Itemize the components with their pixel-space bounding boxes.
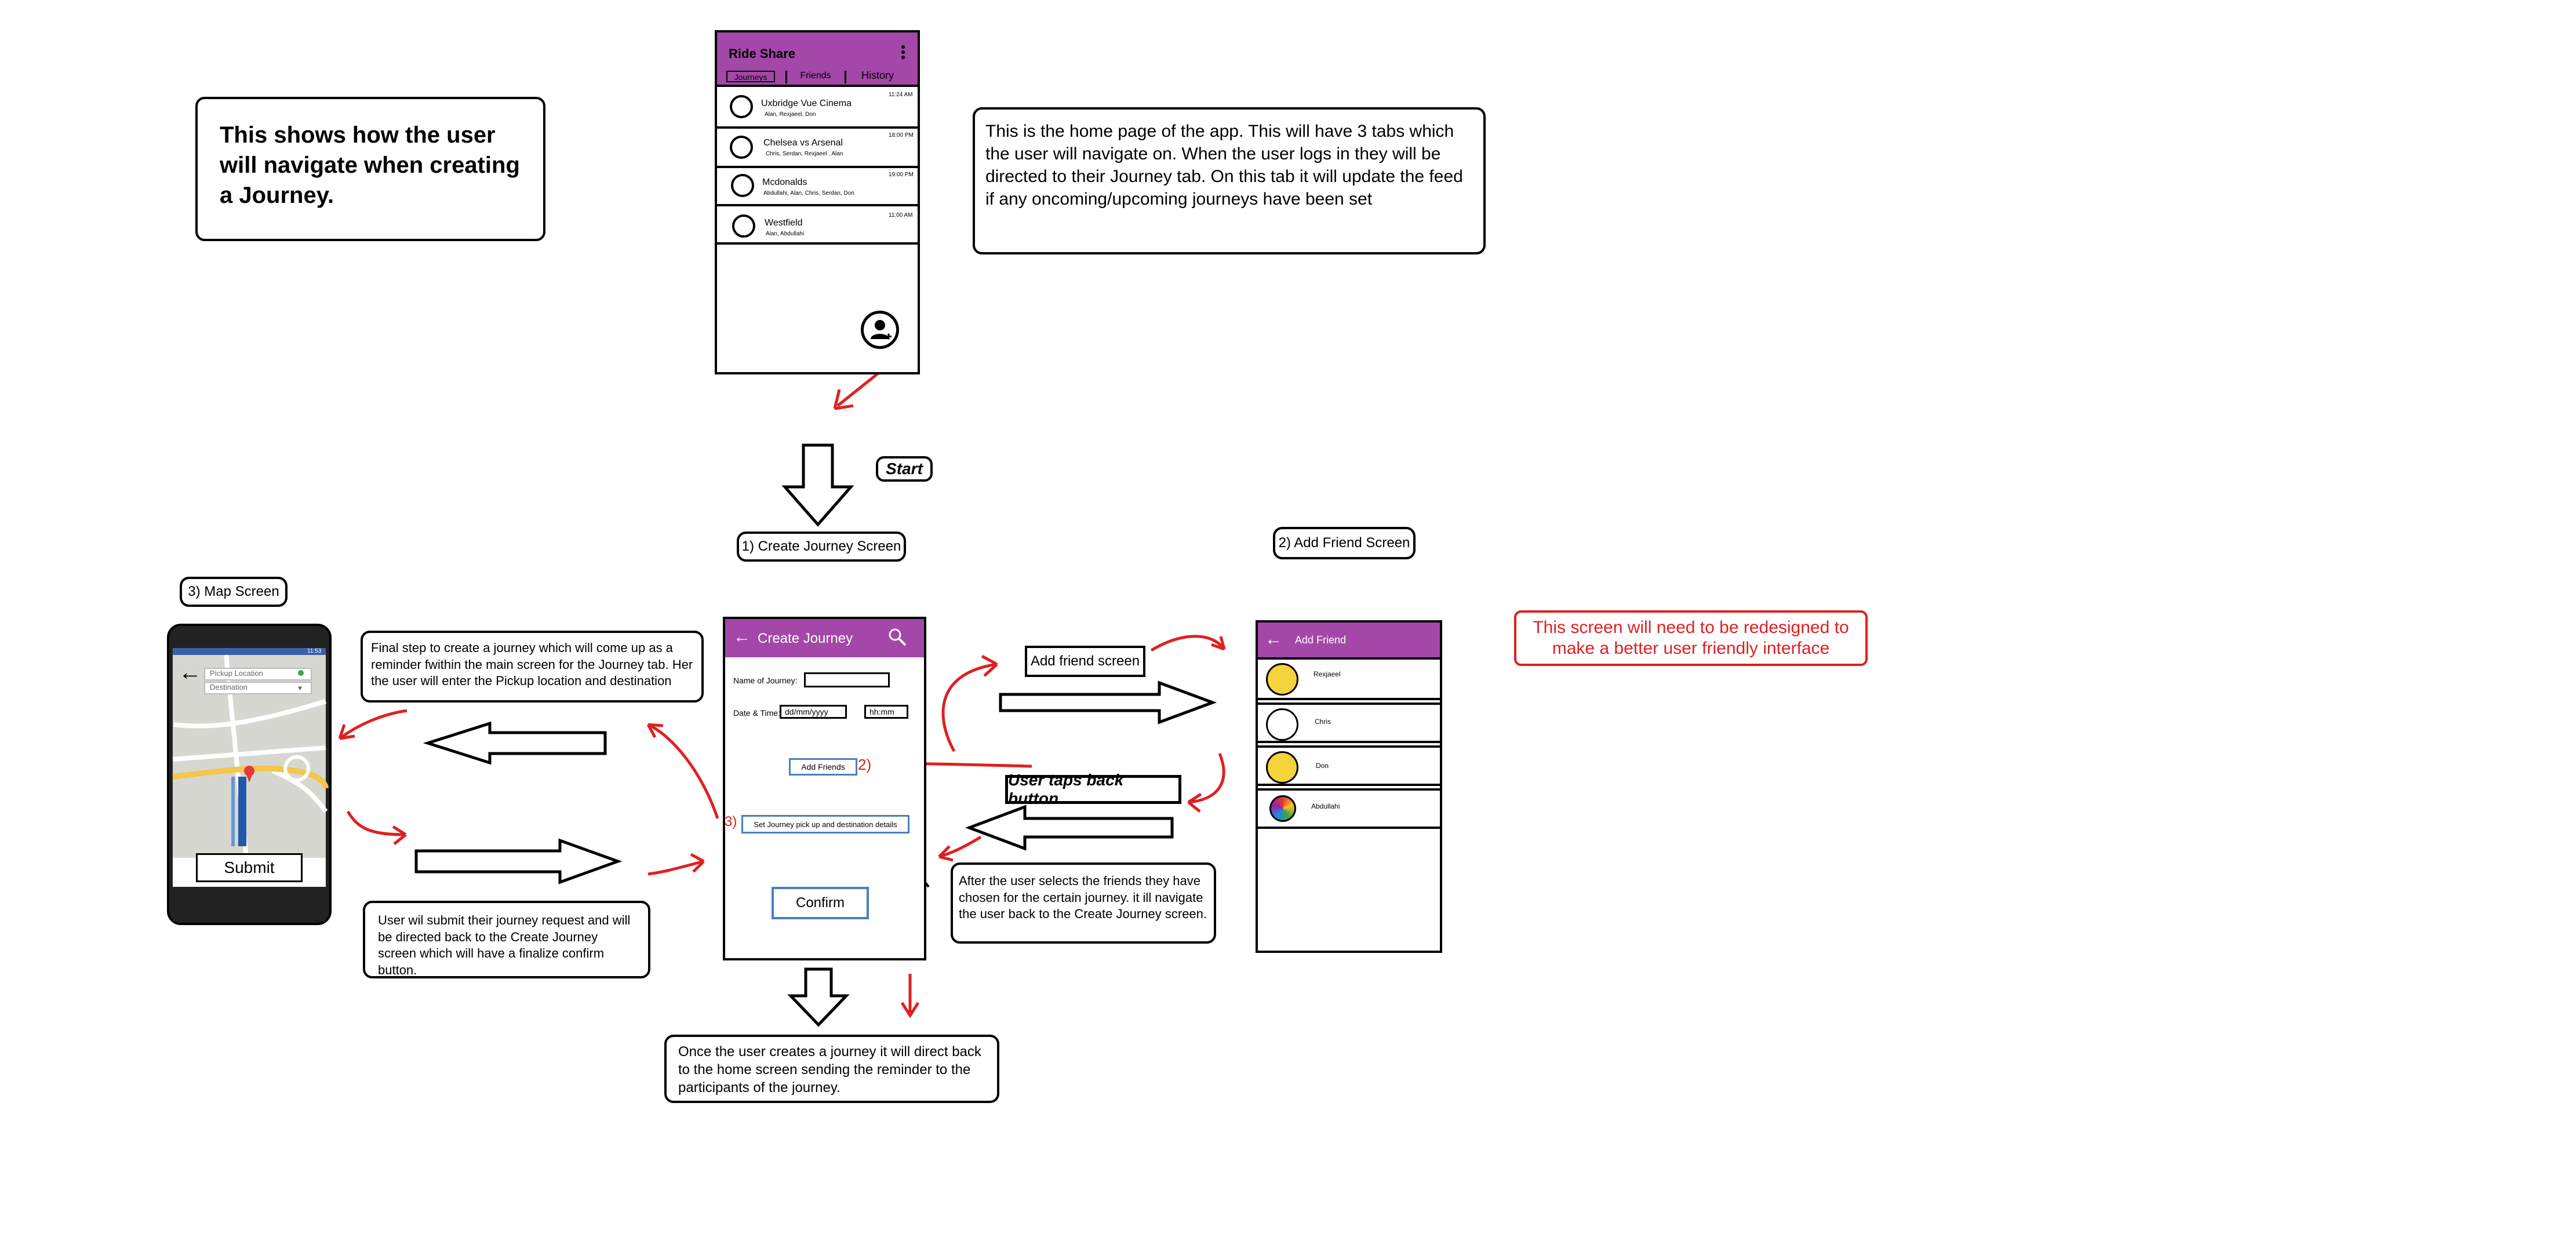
journey-avatar bbox=[731, 174, 754, 197]
tab-journeys[interactable]: Journeys bbox=[726, 71, 775, 82]
journey-time: 11:00 AM bbox=[889, 212, 913, 219]
app-bar-border bbox=[1258, 657, 1440, 660]
time-input[interactable]: hh:mm bbox=[864, 705, 908, 719]
friend-avatar bbox=[1266, 663, 1298, 696]
journey-name: Mcdonalds bbox=[762, 177, 807, 187]
tab-divider bbox=[785, 71, 787, 83]
back-arrow-icon[interactable]: ← bbox=[179, 660, 202, 685]
add-journey-fab[interactable] bbox=[861, 311, 899, 349]
destination-input[interactable]: Destination bbox=[204, 682, 312, 694]
date-time-label: Date & Time: bbox=[733, 708, 780, 718]
journey-avatar bbox=[732, 214, 755, 238]
journey-time: 19:00 PM bbox=[889, 172, 914, 178]
home-screen-mockup: Ride Share Journeys Friends History Uxbr… bbox=[715, 30, 920, 374]
map-status-time: 11:53 bbox=[307, 648, 322, 654]
create-journey-title: Create Journey bbox=[758, 631, 853, 646]
friend-list-item[interactable]: Abdullahi bbox=[1258, 788, 1440, 829]
after-select-note: After the user selects the friends they … bbox=[951, 862, 1216, 944]
app-title: Ride Share bbox=[729, 46, 795, 61]
friend-name: Chris bbox=[1315, 718, 1331, 726]
journey-people: Alan, Abdullahi bbox=[766, 231, 805, 237]
submit-note: User wil submit their journey request an… bbox=[363, 901, 650, 978]
confirm-button[interactable]: Confirm bbox=[772, 887, 869, 919]
title-note: This shows how the user will navigate wh… bbox=[195, 97, 545, 241]
once-created-note: Once the user creates a journey it will … bbox=[664, 1035, 999, 1103]
create-journey-screen-label: 1) Create Journey Screen bbox=[737, 532, 906, 562]
home-app-bar: Ride Share Journeys Friends History bbox=[717, 32, 918, 85]
add-friend-app-bar: ← Add Friend bbox=[1258, 623, 1440, 657]
add-friend-title: Add Friend bbox=[1295, 634, 1347, 646]
date-input[interactable]: dd/mm/yyyy bbox=[780, 705, 847, 719]
tab-divider bbox=[845, 71, 846, 83]
add-friend-screen-mockup: ← Add Friend Rexjaeel Chris Don Abdullah… bbox=[1256, 620, 1442, 953]
back-arrow-icon[interactable]: ← bbox=[733, 627, 751, 646]
journey-list-item[interactable]: Westfield Alan, Abdullahi 11:00 AM bbox=[717, 206, 918, 245]
create-journey-app-bar: ← Create Journey bbox=[725, 619, 924, 657]
friend-list-item[interactable]: Chris bbox=[1258, 703, 1440, 743]
journey-time: 18:00 PM bbox=[889, 132, 914, 139]
back-arrow-icon[interactable]: ← bbox=[1265, 629, 1282, 649]
set-journey-details-button[interactable]: Set Journey pick up and destination deta… bbox=[741, 815, 909, 834]
start-label: Start bbox=[876, 456, 933, 482]
journey-name: Uxbridge Vue Cinema bbox=[761, 99, 852, 108]
journey-list-item[interactable]: Chelsea vs Arsenal Chris, Serdan, Rexjae… bbox=[717, 129, 918, 168]
step-3-marker: 3) bbox=[725, 814, 737, 829]
tab-underline bbox=[717, 85, 918, 87]
friend-name: Rexjaeel bbox=[1314, 670, 1341, 678]
tab-history[interactable]: History bbox=[861, 70, 894, 81]
submit-button[interactable]: Submit bbox=[196, 853, 303, 882]
search-icon[interactable] bbox=[887, 627, 907, 647]
journey-people: Alan, Rexjaeel, Don bbox=[765, 111, 816, 118]
friend-avatar bbox=[1269, 795, 1296, 822]
friend-avatar bbox=[1266, 708, 1298, 741]
journey-avatar bbox=[730, 136, 753, 159]
vertical-dots-icon[interactable] bbox=[901, 45, 905, 59]
heart-icon: ♥ bbox=[298, 684, 303, 692]
add-friends-button[interactable]: Add Friends bbox=[789, 758, 857, 776]
add-friend-screen-label: 2) Add Friend Screen bbox=[1273, 527, 1416, 559]
friend-name: Abdullahi bbox=[1311, 802, 1340, 810]
redesign-note: This screen will need to be redesigned t… bbox=[1514, 610, 1868, 666]
journey-name: Chelsea vs Arsenal bbox=[763, 138, 843, 148]
add-friend-screen-note: Add friend screen bbox=[1025, 646, 1145, 677]
back-button-note: User taps back button bbox=[1005, 771, 1181, 807]
friend-list-item[interactable]: Don bbox=[1258, 745, 1440, 786]
pickup-location-input[interactable]: Pickup Location bbox=[204, 668, 312, 680]
journey-list-item[interactable]: Uxbridge Vue Cinema Alan, Rexjaeel, Don … bbox=[717, 87, 918, 129]
friend-list-item[interactable]: Rexjaeel bbox=[1258, 660, 1440, 700]
final-step-note: Final step to create a journey which wil… bbox=[361, 631, 704, 703]
location-pin-icon bbox=[298, 670, 304, 676]
journey-name: Westfield bbox=[765, 218, 803, 228]
tab-friends[interactable]: Friends bbox=[800, 71, 831, 81]
create-journey-screen-mockup: ← Create Journey Name of Journey: Date &… bbox=[723, 617, 926, 960]
journey-time: 11:24 AM bbox=[889, 92, 913, 98]
journey-name-input[interactable] bbox=[804, 672, 890, 687]
step-2-marker: 2) bbox=[858, 756, 872, 773]
journey-people: Abdullahi, Alan, Chris, Serdan, Don bbox=[763, 190, 854, 196]
add-user-icon bbox=[871, 320, 892, 340]
journey-avatar bbox=[730, 95, 753, 118]
map-screen-label: 3) Map Screen bbox=[180, 577, 288, 607]
friend-avatar bbox=[1266, 751, 1298, 784]
friend-name: Don bbox=[1316, 762, 1329, 770]
name-of-journey-label: Name of Journey: bbox=[733, 676, 798, 685]
home-description-note: This is the home page of the app. This w… bbox=[973, 107, 1486, 254]
journey-list-item[interactable]: Mcdonalds Abdullahi, Alan, Chris, Serdan… bbox=[717, 168, 918, 206]
journey-people: Chris, Serdan, Rexjaeel , Alan bbox=[766, 151, 843, 157]
